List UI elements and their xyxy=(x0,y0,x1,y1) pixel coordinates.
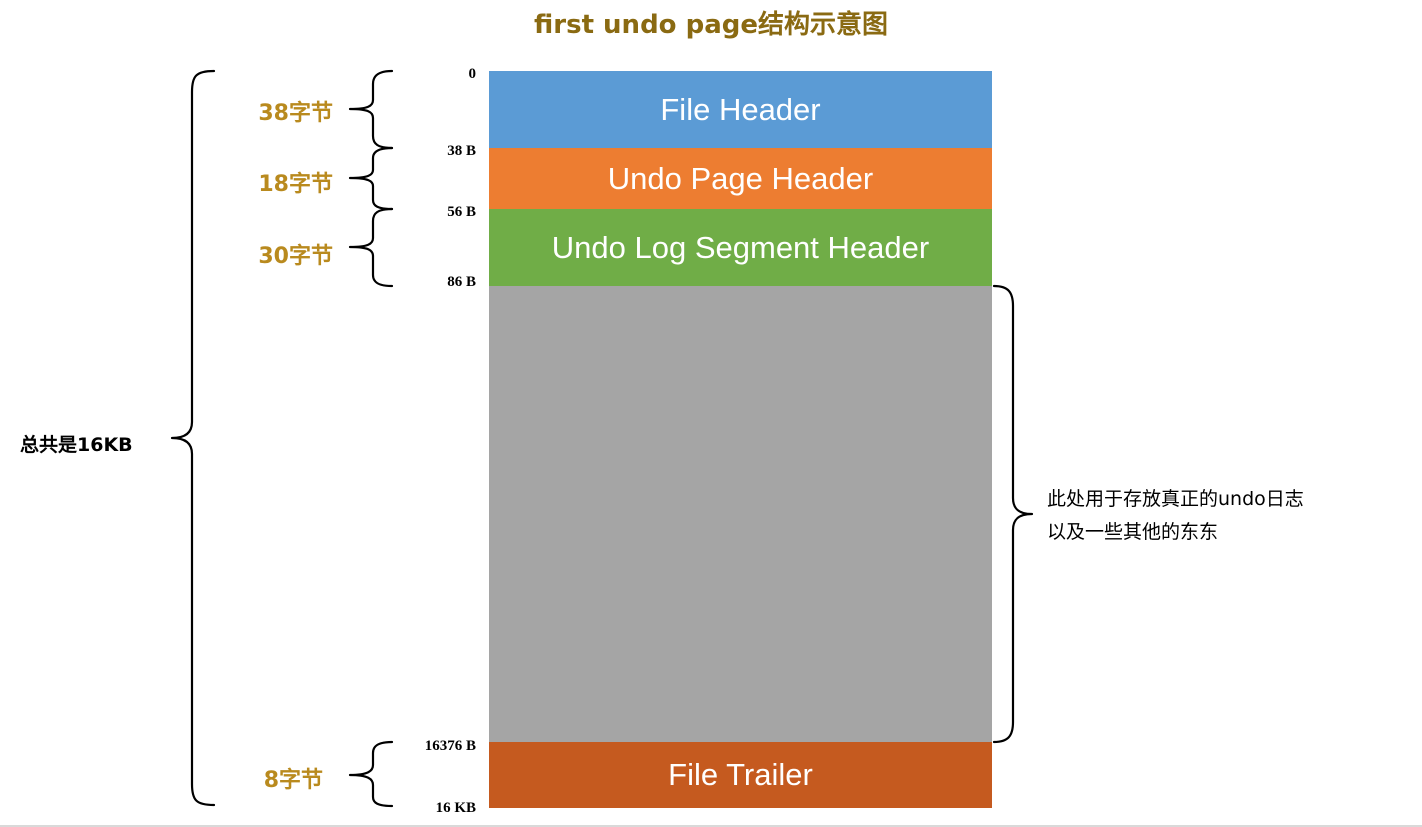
file-trailer-size-label: 8字节 xyxy=(263,768,323,793)
total-brace xyxy=(170,69,216,807)
undo-page-header-label: Undo Page Header xyxy=(607,160,874,196)
undo-log-segment-header-block: Undo Log Segment Header xyxy=(489,209,992,286)
file-header-block: File Header xyxy=(489,71,992,148)
diagram-title: first undo page结构示意图 xyxy=(534,10,888,40)
undo-page-header-block: Undo Page Header xyxy=(489,148,992,209)
total-size-label: 总共是16KB xyxy=(20,434,133,456)
file-trailer-block: File Trailer xyxy=(489,742,992,808)
offset-0: 0 xyxy=(468,66,477,82)
file-trailer-brace xyxy=(348,740,394,808)
offset-16kb: 16 KB xyxy=(435,800,476,816)
bottom-divider xyxy=(0,825,1422,827)
undo-log-segment-header-size-label: 30字节 xyxy=(258,244,333,269)
file-header-size-label: 38字节 xyxy=(258,101,333,126)
body-region-brace xyxy=(992,284,1034,744)
undo-log-body-block xyxy=(489,286,992,742)
body-note: 此处用于存放真正的undo日志 以及一些其他的东东 xyxy=(1047,483,1304,549)
offset-38b: 38 B xyxy=(447,143,476,159)
offset-56b: 56 B xyxy=(447,204,476,220)
undo-page-header-brace xyxy=(348,146,394,211)
file-header-label: File Header xyxy=(660,91,821,127)
file-trailer-label: File Trailer xyxy=(668,757,813,792)
body-note-line-2: 以及一些其他的东东 xyxy=(1047,521,1219,543)
offset-86b: 86 B xyxy=(447,274,476,290)
undo-log-segment-header-brace xyxy=(348,207,394,288)
file-header-brace xyxy=(348,69,394,150)
undo-page-header-size-label: 18字节 xyxy=(258,172,333,197)
undo-log-segment-header-label: Undo Log Segment Header xyxy=(551,229,930,265)
body-note-line-1: 此处用于存放真正的undo日志 xyxy=(1047,488,1304,510)
offset-16376b: 16376 B xyxy=(424,738,476,754)
